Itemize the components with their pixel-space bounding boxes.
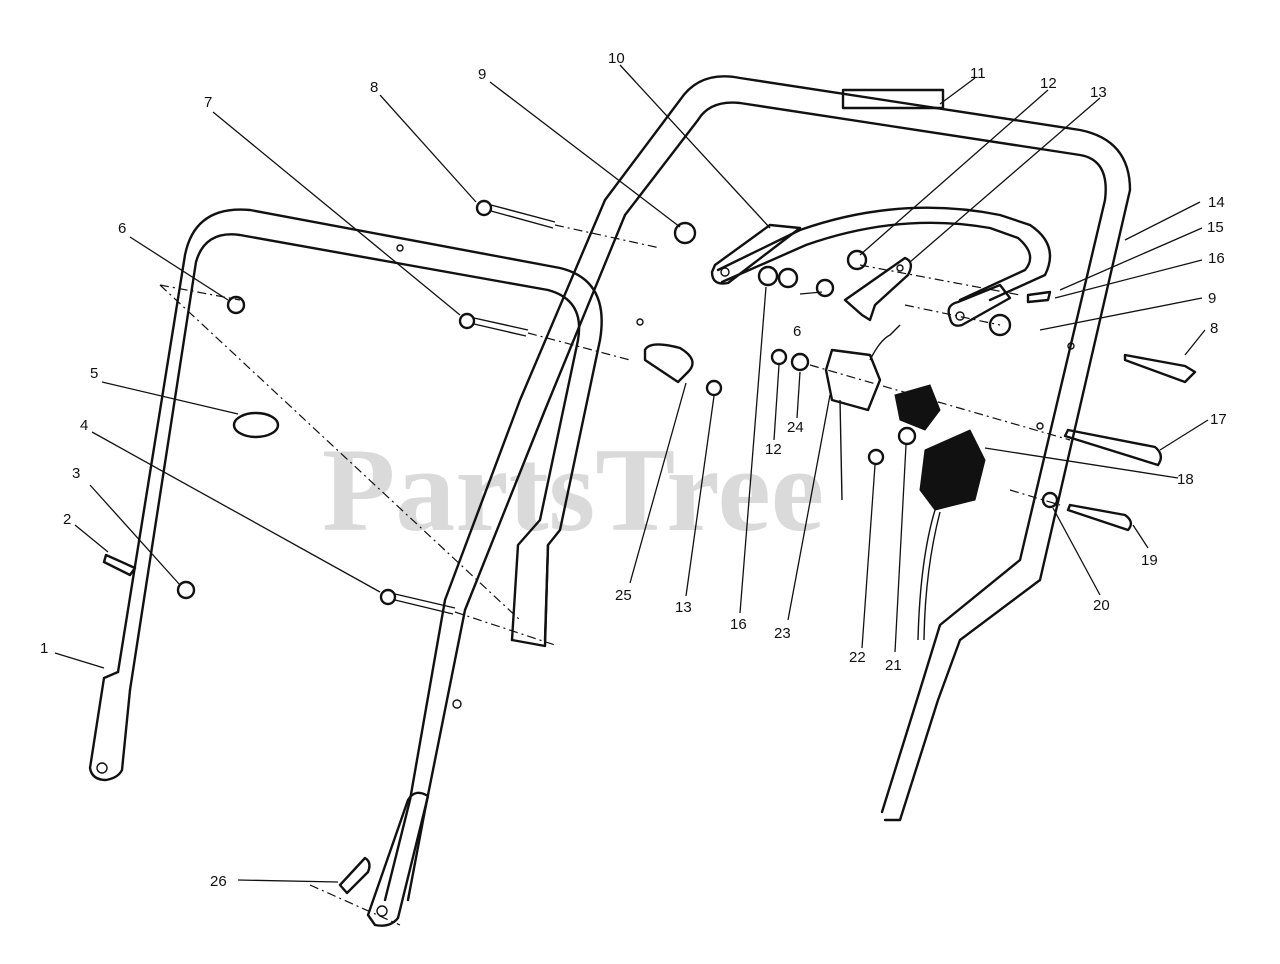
callout-6-right: 6 (793, 323, 801, 340)
callout-6-left: 6 (118, 220, 126, 237)
control-bail (710, 206, 1052, 327)
callout-12-bottom: 12 (765, 441, 782, 458)
callout-11: 11 (970, 65, 986, 82)
callout-labels: 1 2 3 4 5 6 6 7 8 8 9 9 10 11 12 12 13 1… (40, 50, 1227, 890)
callout-12-top: 12 (1040, 75, 1057, 92)
callout-1: 1 (40, 640, 48, 657)
callout-5: 5 (90, 365, 98, 382)
callout-22: 22 (849, 649, 866, 666)
callout-10: 10 (608, 50, 625, 67)
cable-clip (643, 343, 694, 384)
callout-19: 19 (1141, 552, 1158, 569)
callout-15: 15 (1207, 219, 1224, 236)
callout-3: 3 (72, 465, 80, 482)
control-switch (824, 324, 986, 641)
bolts (102, 199, 1197, 615)
callout-9-right: 9 (1208, 290, 1216, 307)
lower-handle (88, 208, 603, 782)
callout-20: 20 (1093, 597, 1110, 614)
callout-4: 4 (80, 417, 88, 434)
callout-18: 18 (1177, 471, 1194, 488)
nuts-washers (176, 221, 1059, 895)
callout-9-left: 9 (478, 66, 486, 83)
callout-13-top: 13 (1090, 84, 1107, 101)
callout-2: 2 (63, 511, 71, 528)
upper-handle (366, 75, 1132, 927)
callout-7: 7 (204, 94, 212, 111)
assembly-lines (159, 224, 1071, 926)
callout-16-bottom: 16 (730, 616, 747, 633)
callout-21: 21 (885, 657, 902, 674)
callout-24: 24 (787, 419, 804, 436)
callout-8-left: 8 (370, 79, 378, 96)
watermark: PartsTree (322, 423, 824, 556)
callout-26: 26 (210, 873, 227, 890)
brake-bracket (843, 256, 913, 322)
callout-23: 23 (774, 625, 791, 642)
callout-8-right: 8 (1210, 320, 1218, 337)
hairpin-clip (232, 411, 280, 439)
callout-16-right: 16 (1208, 250, 1225, 267)
callout-13-bottom: 13 (675, 599, 692, 616)
callout-14: 14 (1208, 194, 1225, 211)
callout-25: 25 (615, 587, 632, 604)
leader-lines (54, 64, 1209, 883)
callout-17: 17 (1210, 411, 1227, 428)
